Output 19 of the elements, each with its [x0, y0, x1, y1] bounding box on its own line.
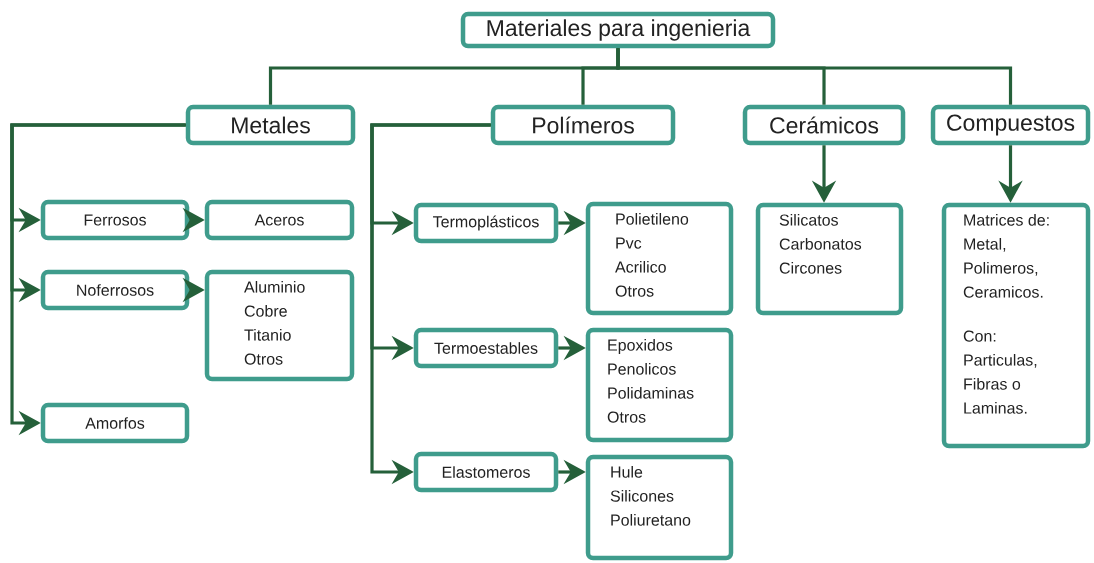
- connector-line: [616, 48, 1013, 105]
- category-box: Polímeros: [490, 104, 676, 146]
- category-box: Compuestos: [930, 104, 1091, 146]
- category-box: Noferrosos: [40, 269, 190, 311]
- list-box: Polietileno Pvc Acrilico Otros: [585, 201, 734, 316]
- list-box: Aluminio Cobre Titanio Otros: [204, 269, 355, 382]
- category-box: Ferrosos: [40, 199, 190, 241]
- category-box: Elastomeros: [413, 451, 559, 493]
- category-box: Materiales para ingenieria: [460, 11, 776, 49]
- category-box: Cerámicos: [742, 104, 906, 146]
- category-box: Aceros: [204, 199, 355, 241]
- category-box: Termoplásticos: [413, 202, 559, 244]
- category-box: Termoestables: [413, 327, 559, 369]
- category-box: Metales: [185, 104, 356, 146]
- list-box: Silicatos Carbonatos Circones: [755, 202, 904, 316]
- list-box: Epoxidos Penolicos Polidaminas Otros: [585, 327, 734, 443]
- category-box: Amorfos: [40, 402, 190, 444]
- list-box: Matrices de: Metal, Polimeros, Ceramicos. Con: Particulas, Fibras o Laminas.: [941, 202, 1091, 449]
- list-box: Hule Silicones Poliuretano: [585, 454, 734, 561]
